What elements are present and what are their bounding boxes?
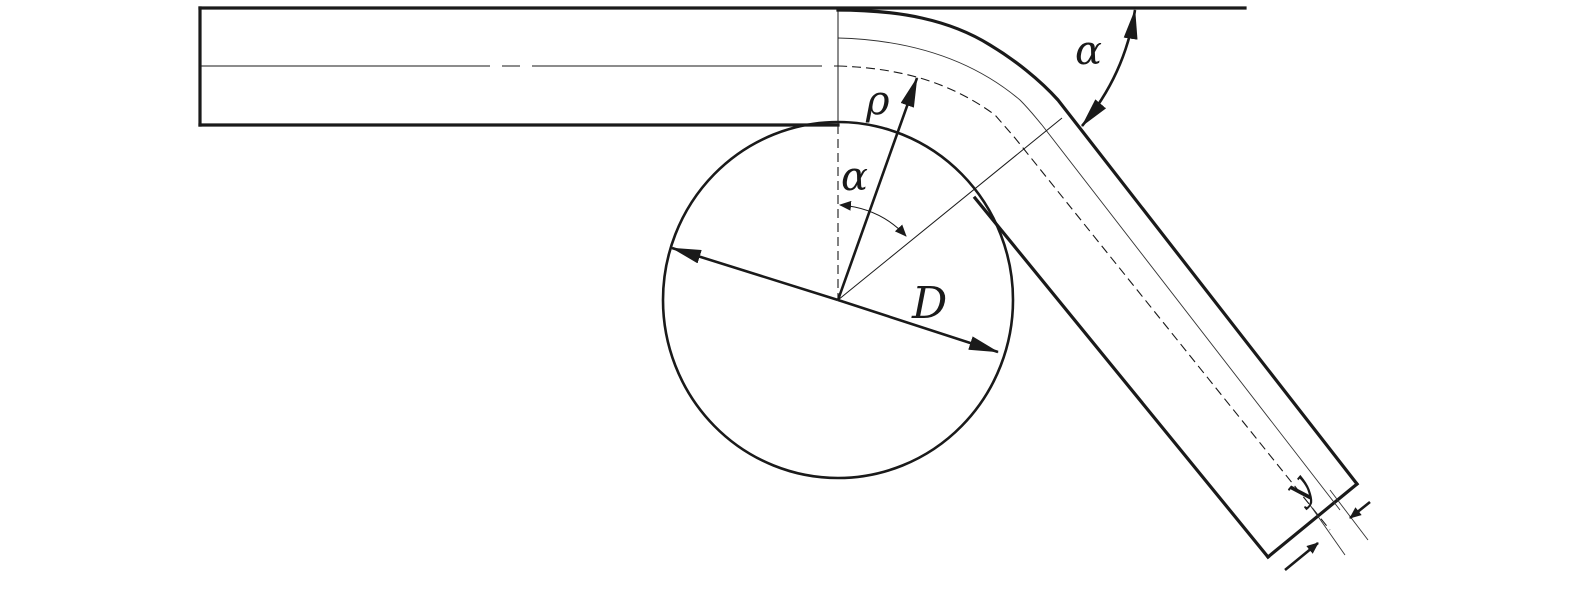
construction-lines <box>837 8 1369 556</box>
diameter-label: D <box>911 278 947 329</box>
diameter-dimension <box>671 246 999 354</box>
radius-rho-arrow <box>836 77 919 301</box>
rho-label: ρ <box>865 78 890 124</box>
alpha-outer-label: α <box>1075 28 1102 74</box>
straight-pipe-section <box>198 6 1247 127</box>
thickness-label: y <box>1273 465 1322 512</box>
inner-angle-arc <box>839 200 907 237</box>
bent-pipe-section <box>836 8 1360 560</box>
alpha-inner-label: α <box>841 154 868 200</box>
outer-angle-arc <box>1081 9 1138 127</box>
thickness-dimension <box>1284 500 1371 572</box>
